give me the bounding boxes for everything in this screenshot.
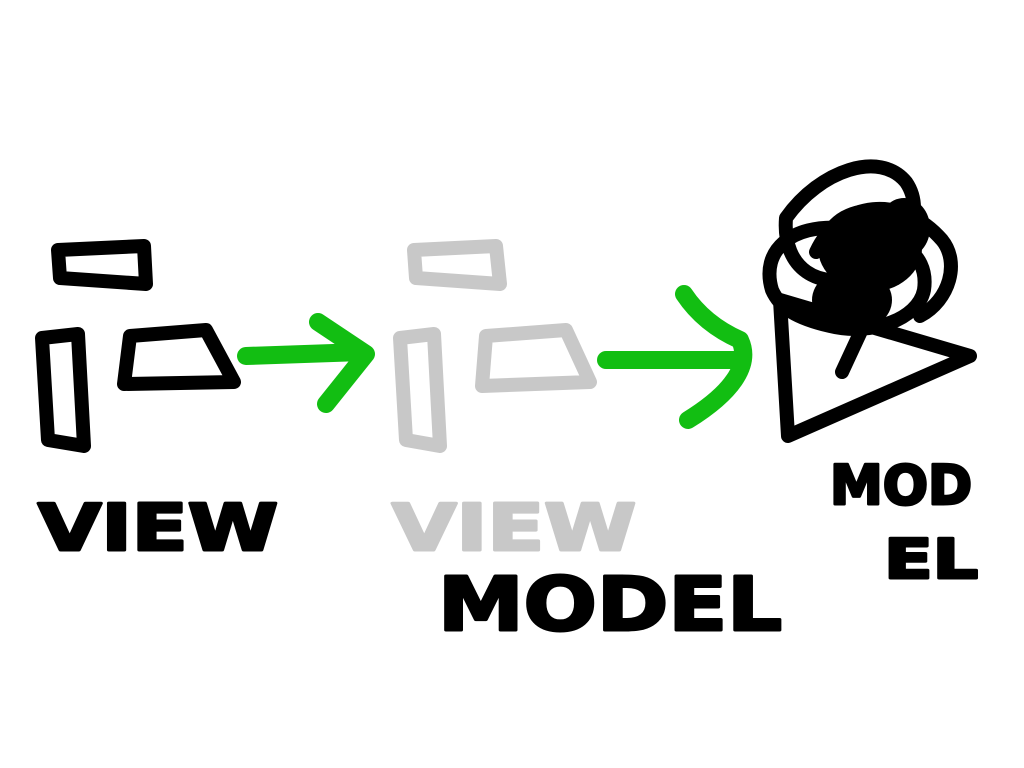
stage-3-label-line-1: MOD <box>830 454 972 517</box>
scribbled-triangle-icon <box>762 159 977 443</box>
green-arrow-icon <box>597 285 753 429</box>
scribble-loop-2 <box>762 220 932 336</box>
arrow-2-head <box>675 285 753 429</box>
stage-2-faded-label: VIEW <box>392 492 636 566</box>
faded-window-content-box <box>475 323 597 393</box>
window-content-box <box>117 323 241 391</box>
green-arrow-icon <box>237 313 375 413</box>
stage-3-label-line-2: EL <box>884 528 978 591</box>
faded-window-sketch-icon <box>393 239 597 453</box>
window-title-bar <box>51 239 153 291</box>
scribble-fill-3 <box>878 198 930 258</box>
stage-2-model-label: MODEL <box>438 562 782 648</box>
stage-1-label: VIEW <box>38 492 278 566</box>
arrow-1-shaft <box>237 343 371 365</box>
window-side-panel <box>35 327 91 453</box>
arrow-1-head <box>309 313 375 413</box>
faded-window-side-panel <box>393 327 447 453</box>
window-sketch-icon <box>35 239 241 453</box>
scribble-fill-2 <box>812 268 892 332</box>
faded-window-title-bar <box>407 239 507 291</box>
